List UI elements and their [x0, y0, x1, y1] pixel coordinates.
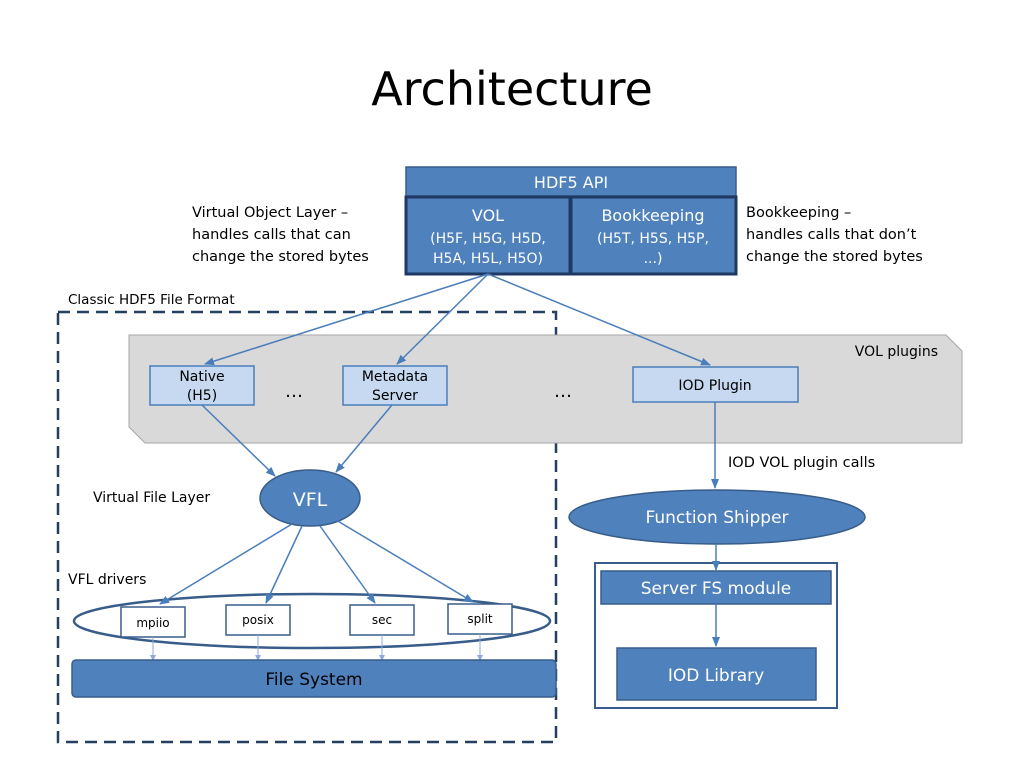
- arrow-vfl-to-split: [335, 519, 474, 603]
- vol-description-line-3: change the stored bytes: [192, 249, 369, 265]
- arrow-vfl-to-posix: [265, 525, 303, 604]
- arrow-vfl-to-sec: [319, 525, 376, 604]
- vol-title: VOL: [472, 206, 504, 225]
- arrow-vol-to-metadata: [396, 273, 489, 365]
- classic-format-region: [56, 310, 558, 744]
- plugins-ellipsis-1: …: [285, 381, 303, 402]
- bookkeeping-box: [569, 195, 738, 276]
- vol-box: [404, 195, 572, 276]
- iod-plugin-label: IOD Plugin: [678, 378, 751, 394]
- bookkeeping-funcs-line-1: (H5T, H5S, H5P,: [597, 231, 709, 247]
- bookkeeping-description-line-1: Bookkeeping –: [746, 205, 851, 221]
- bookkeeping-title: Bookkeeping: [601, 206, 704, 225]
- vol-description-line-1: Virtual Object Layer –: [192, 205, 348, 221]
- native-plugin-label-line-2: (H5): [187, 388, 217, 404]
- vol-funcs-line-1: (H5F, H5G, H5D,: [430, 231, 546, 247]
- arrow-native-to-vfl: [201, 404, 276, 477]
- metadata-server-plugin-box: [342, 365, 448, 406]
- metadata-server-plugin-label-line-1: Metadata: [362, 369, 428, 385]
- native-plugin-box: [149, 365, 255, 406]
- vfl-drivers-label: VFL drivers: [68, 572, 146, 588]
- plugins-ellipsis-2: …: [554, 381, 572, 402]
- iod-library-label: IOD Library: [668, 666, 764, 686]
- bookkeeping-funcs-line-2: ...): [644, 251, 663, 267]
- vfl-drivers-group: [72, 592, 552, 650]
- iod-library-box: [616, 647, 817, 701]
- file-system-box: [71, 659, 557, 698]
- driver-posix-box: [225, 604, 291, 636]
- file-system-label: File System: [265, 670, 362, 690]
- driver-mpiio-box: [120, 606, 186, 638]
- driver-split-label: split: [467, 612, 493, 626]
- driver-mpiio-label: mpiio: [136, 616, 169, 630]
- arrow-vol-to-native: [204, 273, 489, 366]
- driver-sec-label: sec: [372, 613, 392, 627]
- vol-funcs-line-2: H5A, H5L, H5O): [433, 251, 543, 267]
- server-fs-module-label: Server FS module: [641, 579, 792, 599]
- driver-split-box: [447, 603, 513, 635]
- driver-posix-label: posix: [242, 613, 274, 627]
- vfl-label: VFL: [293, 489, 328, 511]
- classic-format-label: Classic HDF5 File Format: [68, 292, 235, 308]
- hdf5-api-header-box: [405, 166, 737, 197]
- iod-plugin-box: [632, 366, 799, 403]
- arrow-vol-to-iod: [487, 273, 711, 366]
- arrow-metadata-to-vfl: [335, 404, 393, 473]
- slide-title: Architecture: [371, 62, 653, 116]
- vol-plugins-panel: [128, 334, 963, 444]
- server-fs-module-box: [600, 570, 832, 605]
- hdf5-api-header-label: HDF5 API: [534, 173, 608, 192]
- iod-vol-calls-label: IOD VOL plugin calls: [728, 455, 875, 471]
- arrow-vfl-to-mpiio: [159, 523, 293, 605]
- vol-plugins-label: VOL plugins: [855, 344, 938, 360]
- vol-description-line-2: handles calls that can: [192, 227, 351, 243]
- native-plugin-label-line-1: Native: [179, 369, 224, 385]
- function-shipper-ellipse: [568, 489, 866, 545]
- function-shipper-label: Function Shipper: [645, 508, 788, 528]
- vfl-ellipse: [259, 469, 361, 527]
- bookkeeping-description-line-3: change the stored bytes: [746, 249, 923, 265]
- virtual-file-layer-label: Virtual File Layer: [93, 490, 210, 506]
- metadata-server-plugin-label-line-2: Server: [372, 388, 418, 404]
- bookkeeping-description-line-2: handles calls that don’t: [746, 227, 917, 243]
